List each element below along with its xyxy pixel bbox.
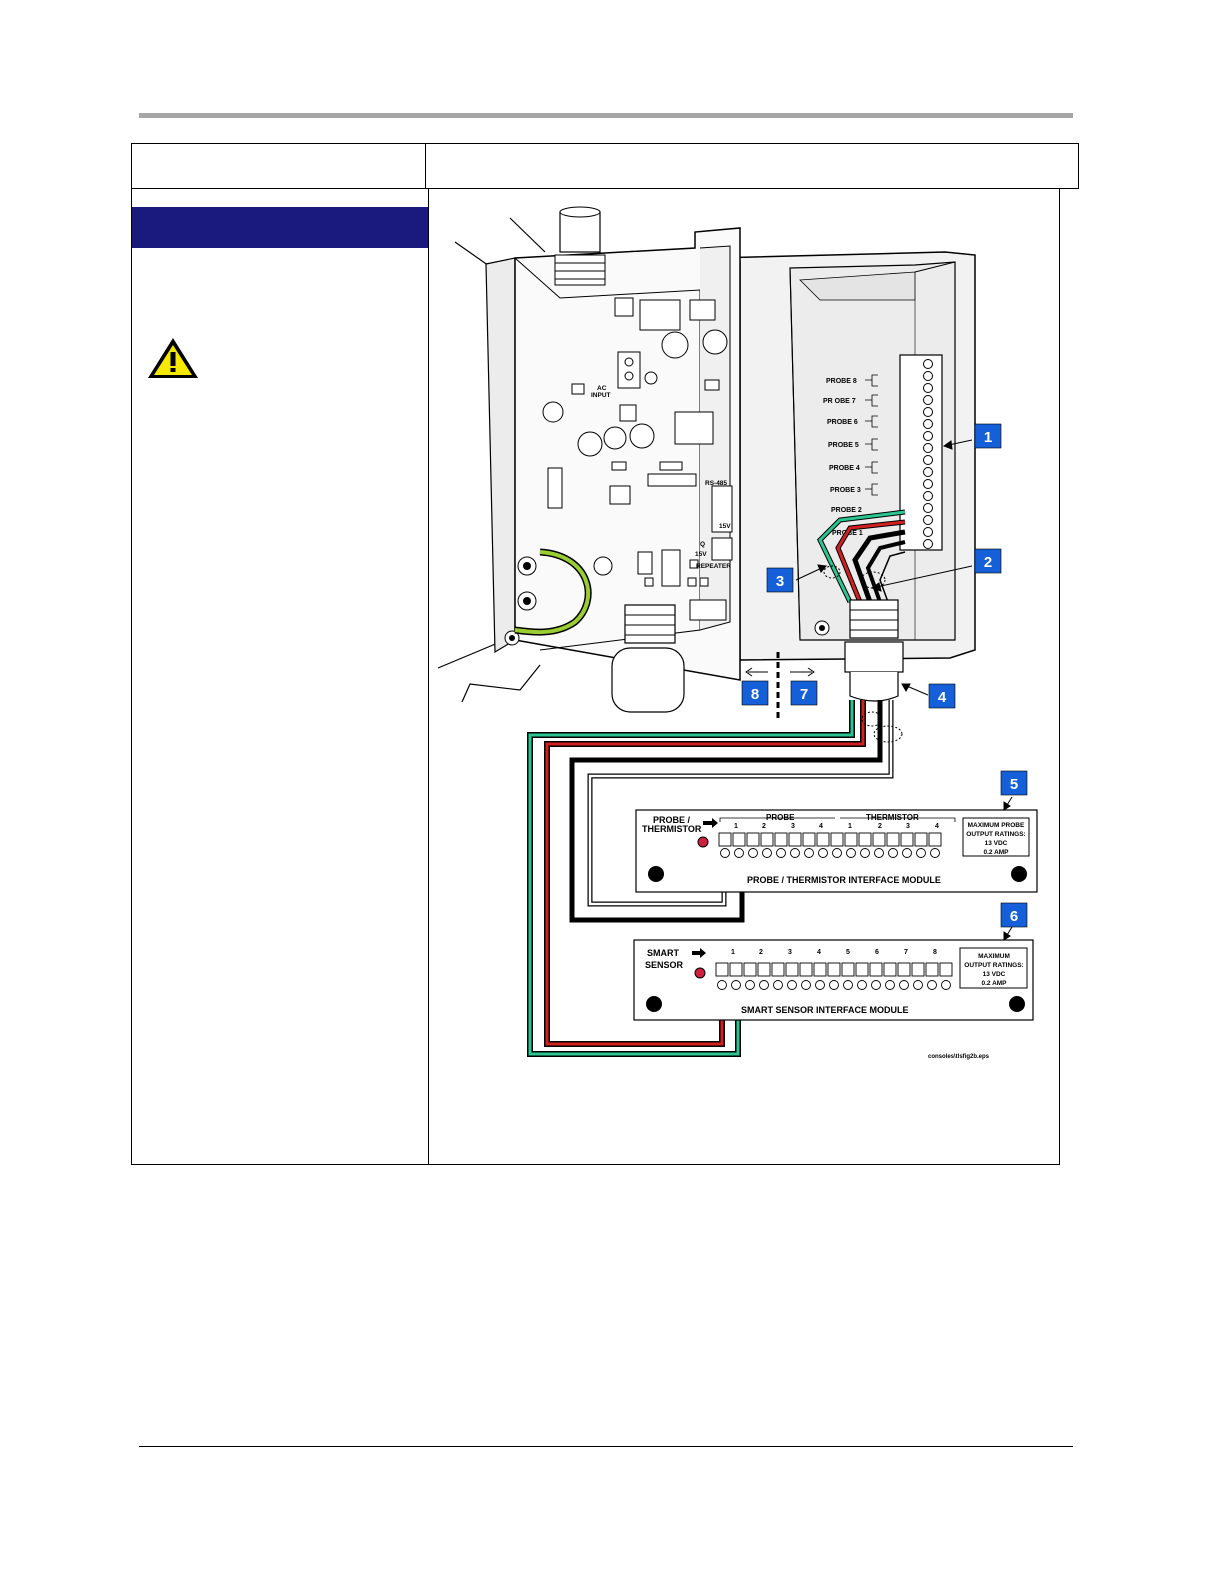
terminal-screws	[923, 359, 933, 549]
smart-module-title-2: SENSOR	[645, 960, 684, 970]
callout-2: 2	[974, 548, 1002, 574]
q-label: Q	[700, 541, 705, 548]
smart-ratings-box	[959, 947, 1028, 989]
bottom-rule	[139, 1446, 1073, 1447]
probe-ratings-4: 0.2 AMP	[983, 849, 1009, 856]
svg-text:2: 2	[762, 823, 766, 830]
probe-label-5: PROBE 5	[828, 442, 859, 449]
callout-3-label: 3	[776, 573, 784, 590]
probe-label-7: PR OBE 7	[823, 398, 856, 405]
figure-filename: consoles\tlsfig2b.eps	[928, 1054, 990, 1060]
probe-label-2: PROBE 2	[831, 507, 862, 514]
callout-6-label: 6	[1010, 908, 1018, 925]
callout-8-label: 8	[751, 686, 759, 703]
callout-8: 8	[741, 680, 769, 706]
probe-label-6: PROBE 6	[827, 419, 858, 426]
callout-5-label: 5	[1010, 776, 1018, 793]
svg-text:6: 6	[875, 949, 879, 956]
svg-text:3: 3	[791, 823, 795, 830]
callout-1: 1	[974, 423, 1002, 449]
svg-text:4: 4	[817, 949, 821, 956]
top-rule	[139, 113, 1073, 118]
section-header-bar	[132, 207, 428, 248]
header-column-divider	[425, 143, 426, 189]
svg-text:1: 1	[734, 823, 738, 830]
smart-ratings-1: MAXIMUM	[978, 953, 1010, 960]
probe-ratings-3: 13 VDC	[985, 840, 1008, 847]
probe-module-title-1: PROBE /	[653, 815, 691, 825]
callout-1-label: 1	[984, 429, 992, 446]
svg-text:2: 2	[878, 823, 882, 830]
probe-label-3: PROBE 3	[830, 487, 861, 494]
svg-text:7: 7	[904, 949, 908, 956]
warning-icon	[148, 338, 198, 378]
probe-module-title-2: THERMISTOR	[642, 824, 702, 834]
thermistor-group-label: THERMISTOR	[866, 813, 919, 822]
svg-text:4: 4	[935, 823, 939, 830]
smart-ratings-3: 13 VDC	[983, 971, 1006, 978]
content-column-divider	[428, 189, 429, 1165]
probe-module-terminals	[718, 832, 942, 858]
probe-label-4: PROBE 4	[829, 465, 860, 472]
probe-ratings-box	[962, 817, 1030, 857]
callout-3: 3	[766, 567, 794, 593]
ac-input-label-2: INPUT	[591, 392, 611, 399]
smart-module-title-1: SMART	[647, 948, 679, 958]
svg-text:5: 5	[846, 949, 850, 956]
15v-label-b: 15V	[695, 551, 707, 558]
smart-ratings-4: 0.2 AMP	[981, 980, 1007, 987]
callout-2-label: 2	[984, 554, 992, 571]
probe-module-name: PROBE / THERMISTOR INTERFACE MODULE	[747, 875, 941, 885]
callout-7-label: 7	[800, 686, 808, 703]
svg-text:4: 4	[819, 823, 823, 830]
svg-text:1: 1	[731, 949, 735, 956]
probe-ratings-2: OUTPUT RATINGS:	[966, 831, 1025, 838]
15v-label-a: 15V	[719, 523, 731, 530]
svg-text:3: 3	[906, 823, 910, 830]
header-table	[131, 143, 1079, 189]
callout-5: 5	[1000, 770, 1028, 796]
smart-ratings-2: OUTPUT RATINGS:	[964, 962, 1023, 969]
svg-text:2: 2	[759, 949, 763, 956]
callout-4-label: 4	[938, 689, 947, 706]
smart-module-terminals	[715, 962, 953, 990]
smart-module-name: SMART SENSOR INTERFACE MODULE	[741, 1005, 909, 1015]
rs485-label: RS-485	[705, 480, 727, 487]
probe-label-8: PROBE 8	[826, 378, 857, 385]
content-table	[131, 189, 1060, 1165]
svg-text:3: 3	[788, 949, 792, 956]
repeater-label: REPEATER	[696, 563, 731, 570]
ac-input-label-1: AC	[597, 385, 607, 392]
callout-7: 7	[790, 680, 818, 706]
svg-text:1: 1	[848, 823, 852, 830]
callout-4: 4	[928, 683, 956, 709]
svg-text:8: 8	[933, 949, 937, 956]
callout-6: 6	[1000, 902, 1028, 928]
probe-ratings-1: MAXIMUM PROBE	[968, 822, 1025, 829]
probe-group-label: PROBE	[766, 813, 795, 822]
